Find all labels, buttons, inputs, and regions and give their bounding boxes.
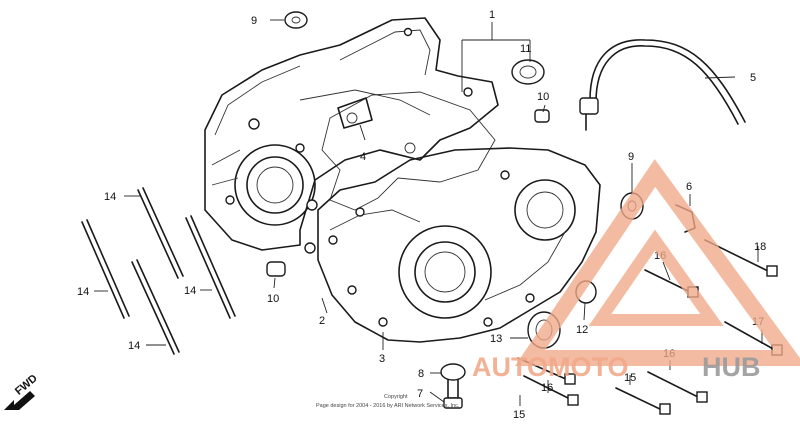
right-crankcase-half xyxy=(304,147,601,343)
left-crankcase-half xyxy=(204,17,499,251)
dowel-pin-left xyxy=(266,261,286,277)
callout-8: 8 xyxy=(418,368,424,380)
fwd-label: FWD xyxy=(13,372,40,397)
dowel-pin-right xyxy=(534,109,550,123)
callout-14-c: 14 xyxy=(77,286,89,298)
callout-9-top: 9 xyxy=(251,15,257,27)
bearing xyxy=(511,59,545,85)
callout-7: 7 xyxy=(417,388,423,400)
watermark-word-automoto: AUTOMOTO xyxy=(472,352,629,382)
watermark-triangle-inner xyxy=(588,229,724,326)
callout-1: 1 xyxy=(489,9,495,21)
watermark-triangle-outer xyxy=(514,159,800,366)
forward-direction-arrow xyxy=(4,391,35,410)
drain-washer xyxy=(440,363,466,381)
callout-10-top: 10 xyxy=(537,91,549,103)
crankcase-gasket xyxy=(321,91,496,211)
callout-16-c: 16 xyxy=(541,382,553,394)
callout-12: 12 xyxy=(576,324,588,336)
callout-6: 6 xyxy=(686,181,692,193)
watermark-word-hub: HUB xyxy=(702,352,761,382)
callout-14-a: 14 xyxy=(104,191,116,203)
callout-15-b: 15 xyxy=(624,372,636,384)
copyright-text: Page design for 2004 - 2016 by ARI Netwo… xyxy=(316,403,460,409)
leader-lines xyxy=(94,19,763,406)
callout-10-left: 10 xyxy=(267,293,279,305)
callout-13: 13 xyxy=(490,333,502,345)
breather-tube xyxy=(579,39,746,131)
callout-5: 5 xyxy=(750,72,756,84)
callout-15-a: 15 xyxy=(513,409,525,421)
callout-18: 18 xyxy=(754,241,766,253)
automotohub-watermark xyxy=(514,159,800,366)
washer-top xyxy=(284,11,308,29)
callout-4: 4 xyxy=(360,151,366,163)
callout-11: 11 xyxy=(520,43,531,55)
drain-bolt xyxy=(443,379,463,409)
crankcase-studs xyxy=(81,187,236,355)
callout-14-b: 14 xyxy=(184,285,196,297)
copyright-heading: Copyright xyxy=(384,394,408,400)
callout-2: 2 xyxy=(319,315,325,327)
callout-14-d: 14 xyxy=(128,340,140,352)
callout-3: 3 xyxy=(379,353,385,365)
callout-9-right: 9 xyxy=(628,151,634,163)
